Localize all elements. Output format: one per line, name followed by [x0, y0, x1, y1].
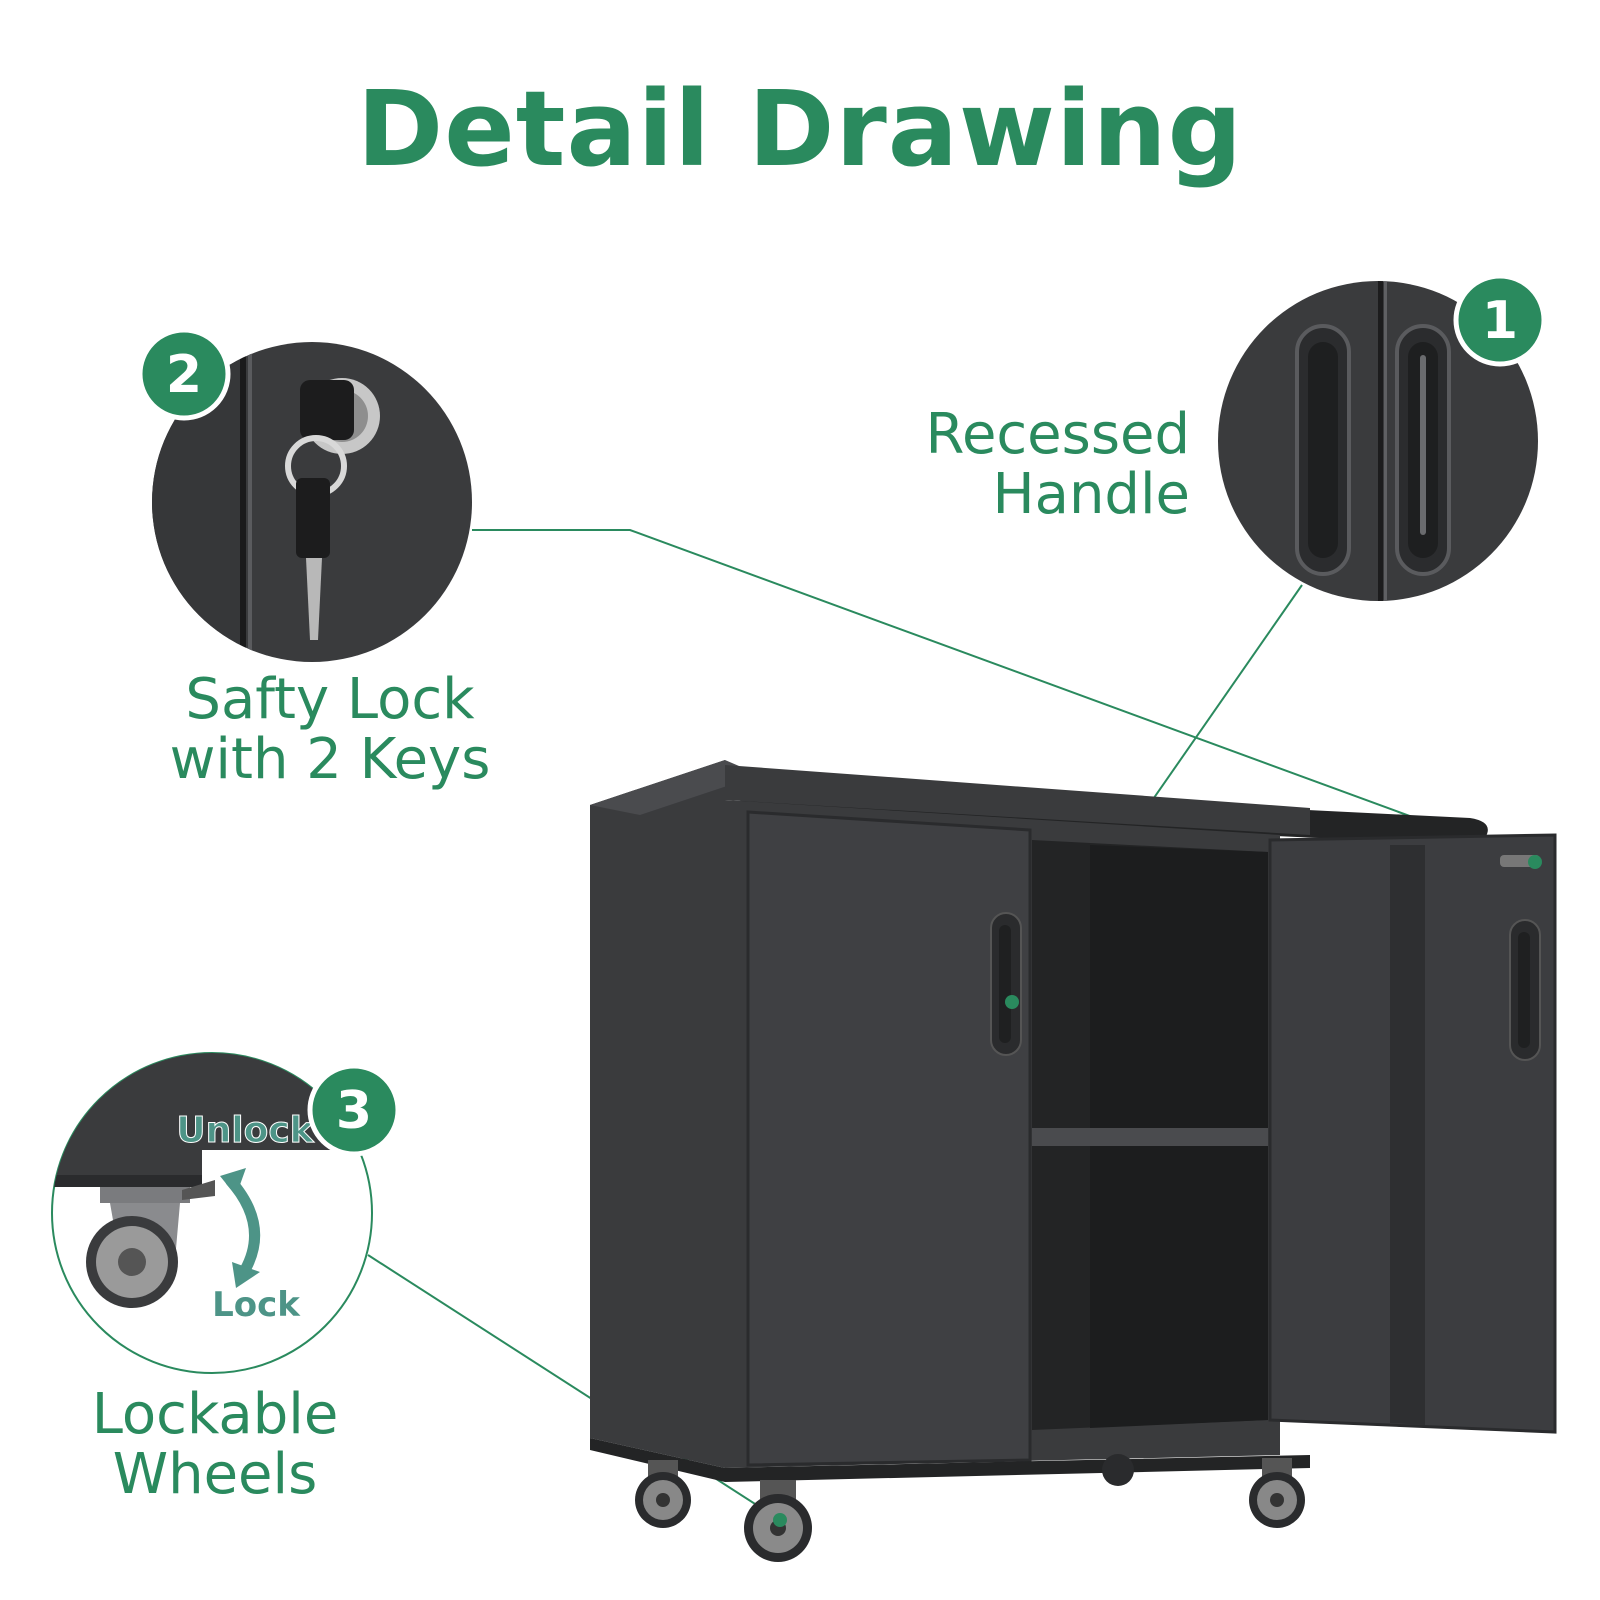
badge-2-number: 2 [166, 345, 202, 405]
safety-lock-detail-circle [152, 342, 472, 662]
arrow-head-down [232, 1262, 260, 1288]
label-line: Recessed [925, 402, 1190, 467]
safety-lock-label: Safty Lock with 2 Keys [130, 670, 530, 790]
brake-pedal [182, 1180, 215, 1200]
cabinet-wheel-front-right [1249, 1458, 1305, 1528]
badge-3: 3 [307, 1063, 401, 1157]
arrow-head-up [220, 1168, 246, 1196]
cabinet-wheel-front-left [635, 1460, 691, 1528]
leader-line-lock [472, 529, 1536, 863]
lock-text: Lock [212, 1285, 301, 1325]
page-title: Detail Drawing [356, 68, 1244, 190]
cabinet-wheel-front-center [744, 1480, 812, 1562]
cabinet-side-panel [590, 760, 725, 1468]
badge-1: 1 [1453, 273, 1547, 367]
badge-1-number: 1 [1482, 291, 1518, 351]
left-door [746, 810, 1032, 1467]
lockable-wheel-detail-circle: Unlock Lock [51, 1052, 373, 1374]
key-blade [306, 558, 322, 640]
label-line: with 2 Keys [169, 727, 491, 792]
recessed-handle-detail-circle [1218, 281, 1538, 601]
badge-3-number: 3 [336, 1081, 372, 1141]
cabinet [590, 760, 1557, 1562]
recessed-handle-label: Recessed Handle [770, 405, 1190, 525]
label-line: Handle [992, 462, 1190, 527]
badge-2: 2 [137, 327, 231, 421]
label-line: Lockable [91, 1382, 339, 1447]
label-line: Wheels [112, 1442, 318, 1507]
cabinet-wheel-back [1102, 1454, 1134, 1486]
lockable-wheels-label: Lockable Wheels [60, 1385, 370, 1505]
key-grip [296, 478, 330, 558]
key-head [300, 380, 354, 440]
cabinet-shelf [1032, 1128, 1268, 1146]
label-line: Safty Lock [185, 667, 475, 732]
lock-point-dot [1528, 855, 1542, 869]
handle-point-dot [1005, 995, 1019, 1009]
unlock-text: Unlock [176, 1110, 314, 1151]
